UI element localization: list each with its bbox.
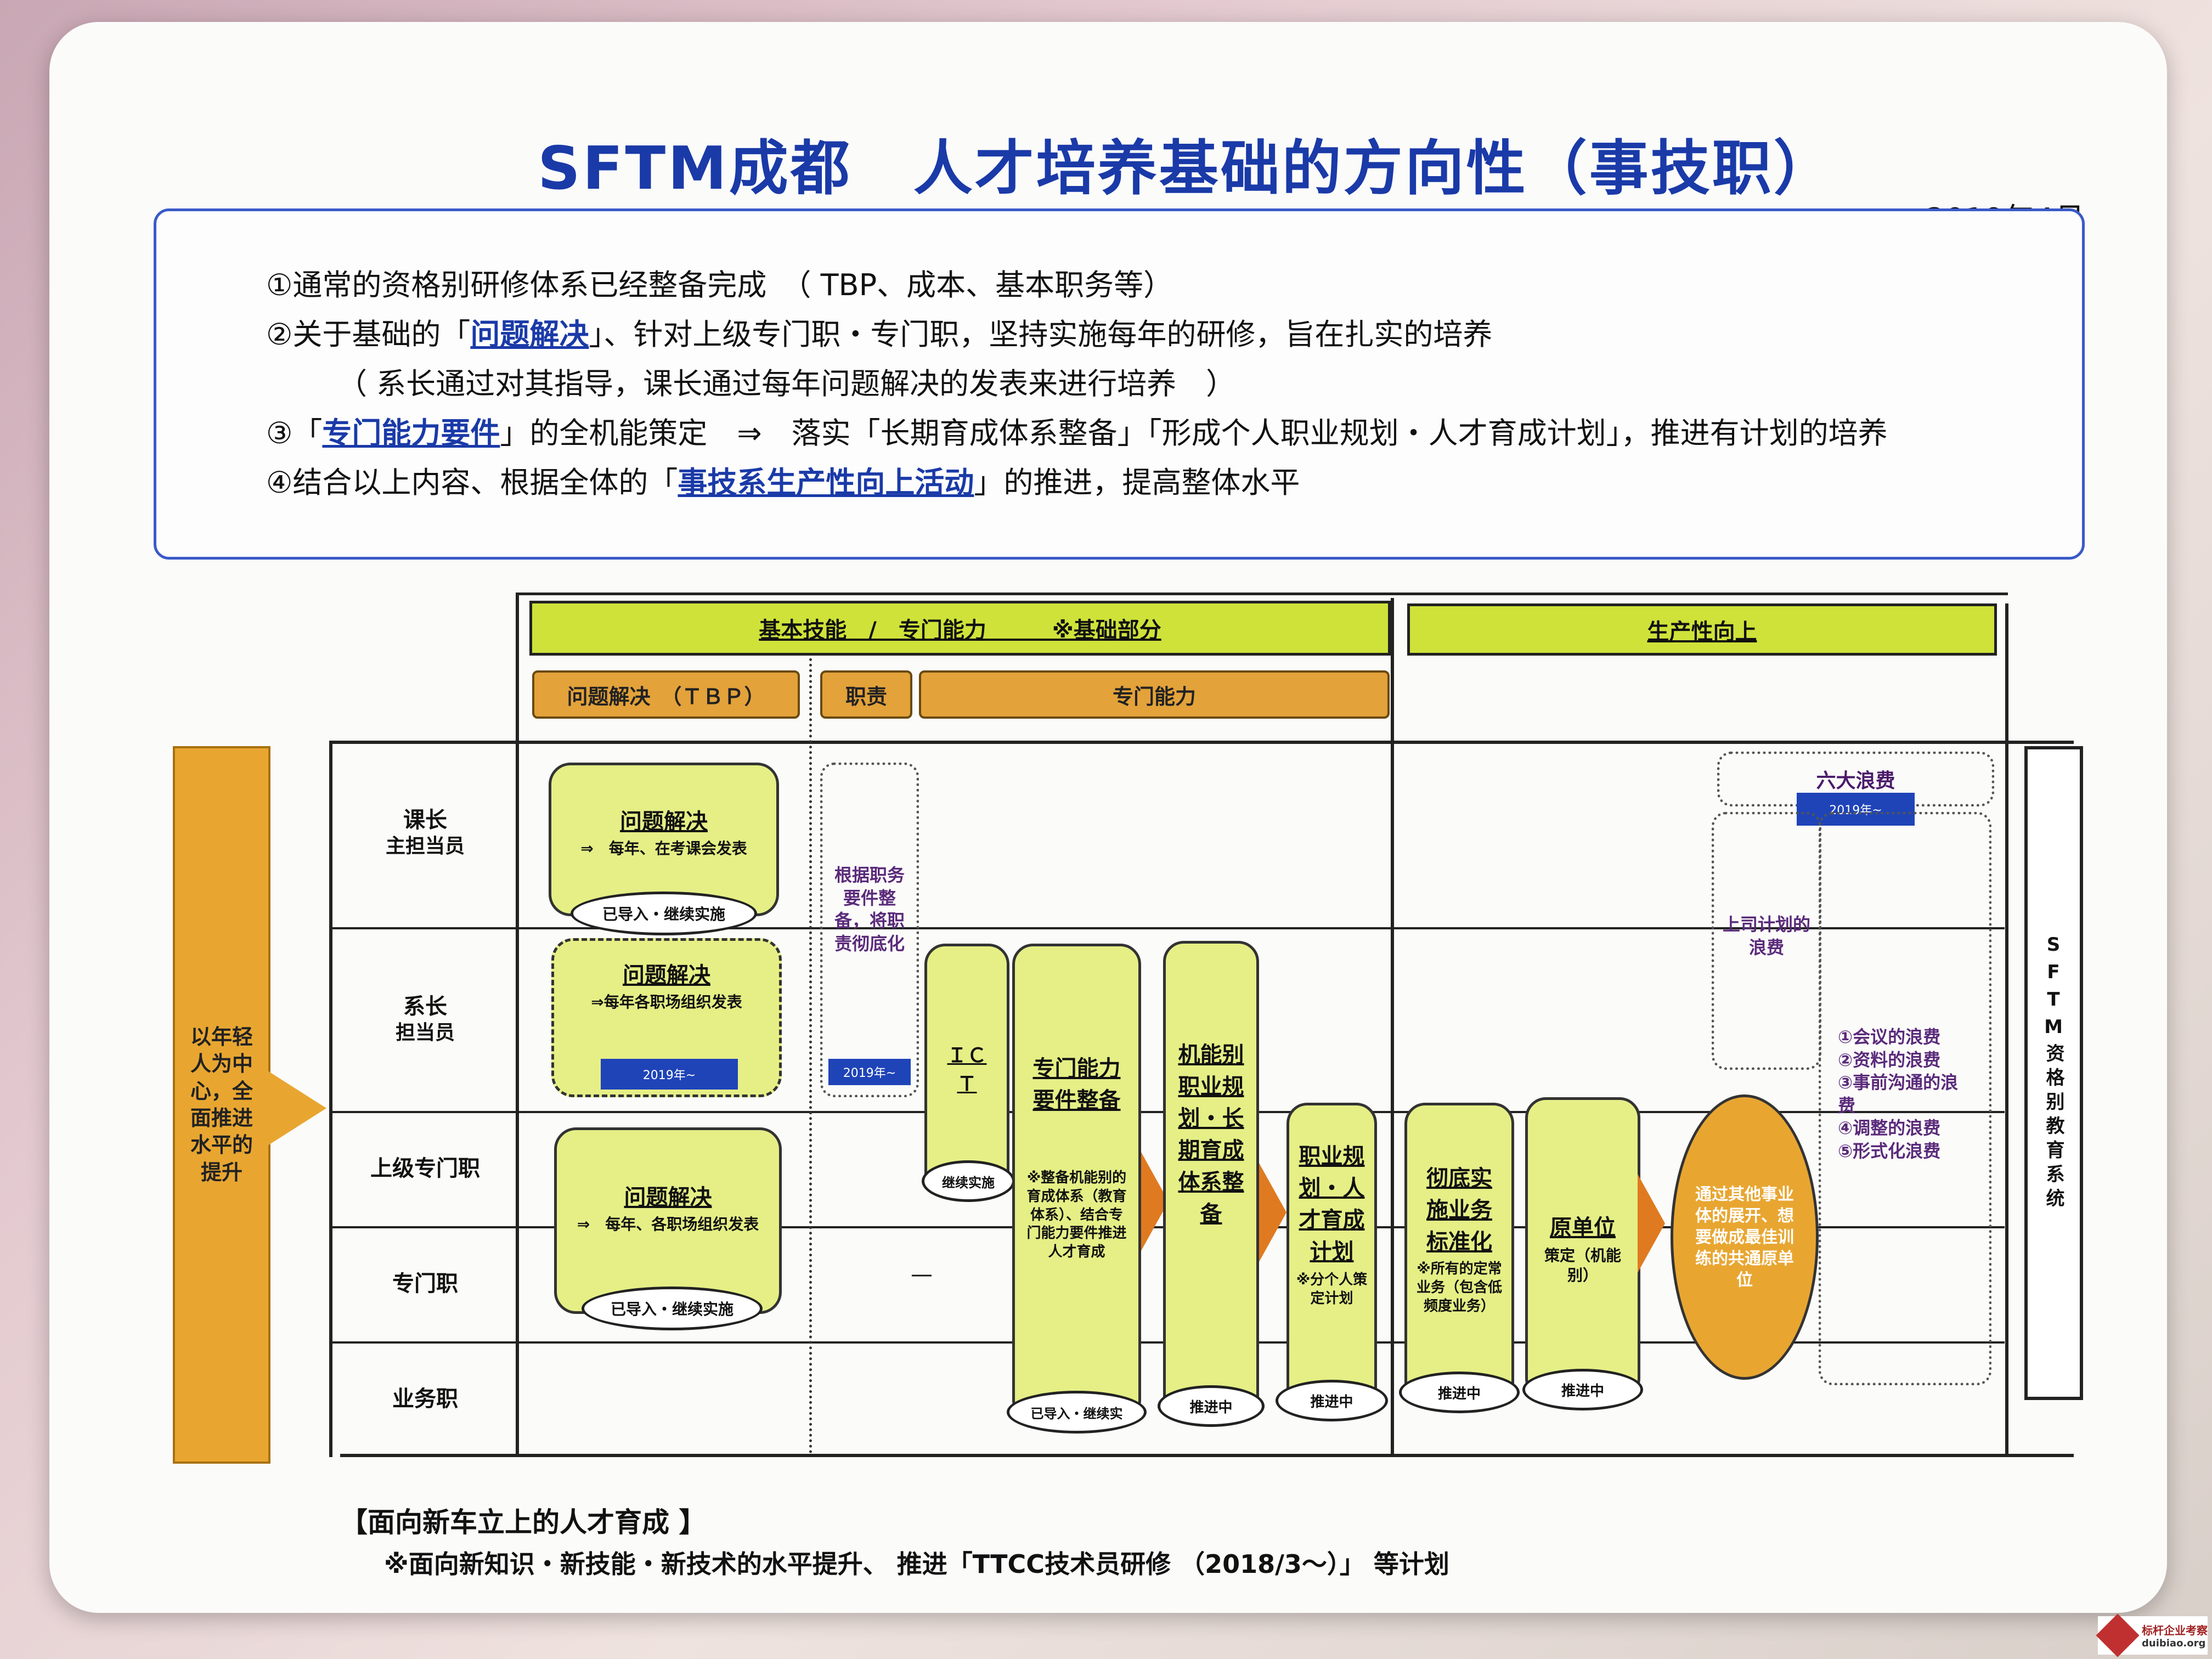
expertise-status-pill: 已导入・继续实 — [1007, 1391, 1147, 1434]
objective-2-note: （ 系长通过对其指导，课长通过每年问题解决的发表来进行培养 ） — [337, 366, 1236, 401]
row-label-senior-specialist: 上级专门职 — [370, 1156, 480, 1181]
plan-status-pill: 推进中 — [1276, 1380, 1388, 1421]
header-expertise: 专门能力 — [919, 670, 1390, 719]
waste-item-4: ④调整的浪费 — [1838, 1118, 1941, 1139]
frame-bottom — [340, 1454, 2074, 1457]
duty-box: 根据职务要件整备，将职责彻底化 — [820, 763, 919, 1097]
objective-1: ①通常的资格别研修体系已经整备完成 （ TBP、成本、基本职务等） — [266, 268, 1173, 302]
boss-plan-waste-box: 上司计划的浪费 — [1712, 812, 1821, 1070]
frame-left — [329, 741, 332, 1457]
duty-year-tag: 2019年~ — [828, 1059, 911, 1085]
ps1-status-pill: 已导入・继续实施 — [571, 891, 757, 935]
waste-list-box: ①会议的浪费 ②资料的浪费 ③事前沟通的浪费 ④调整的浪费 ⑤形式化浪费 — [1819, 812, 1991, 1385]
highlight-problem-solving: 问题解决 — [470, 317, 589, 352]
side-arrow-head — [266, 1070, 326, 1147]
sftm-system-box: SFTM资格别教育系统 — [2024, 746, 2083, 1400]
objective-4: ④结合以上内容、根据全体的「事技系生产性向上活动」的推进，提高整体水平 — [266, 465, 1300, 500]
ps2-year-tag: 2019年~ — [601, 1059, 738, 1090]
highlight-expertise-requirements: 专门能力要件 — [322, 416, 500, 450]
label-column-divider — [516, 592, 519, 1457]
objective-3: ③「专门能力要件」的全机能策定 ⇒ 落实「长期育成体系整备」「形成个人职业规划・… — [266, 416, 1888, 450]
right-divider — [2005, 603, 2008, 1457]
career-status-pill: 推进中 — [1158, 1385, 1265, 1427]
talent-plan-column: 职业规划・人才育成计划 ※分个人策定计划 — [1286, 1103, 1377, 1410]
row-label-section-chief: 课长主担当员 — [385, 808, 465, 857]
row-line-1 — [331, 927, 2005, 929]
waste-item-1: ①会议的浪费 — [1838, 1026, 1941, 1047]
expertise-requirements-column: 专门能力要件整备 ※整备机能别的育成体系（教育体系）、结合专门能力要件推进人才育… — [1012, 944, 1141, 1421]
footer-note: ※面向新知识・新技能・新技术的水平提升、 推进「TTCC技术员研修 （2018/… — [384, 1549, 1449, 1579]
header-duty: 职责 — [820, 670, 912, 719]
waste-item-5: ⑤形式化浪费 — [1838, 1140, 1941, 1161]
header-productivity: 生产性向上 — [1407, 603, 1997, 656]
header-top-line — [516, 592, 2008, 595]
problem-solving-specialist-box: 问题解决 ⇒ 每年、各职场组织发表 — [554, 1127, 782, 1314]
row-label-clerk: 业务职 — [392, 1386, 458, 1412]
common-unit-oval: 通过其他事业体的展开、想要做成最佳训练的共通原单位 — [1671, 1094, 1819, 1380]
highlight-productivity-activity: 事技系生产性向上活动 — [678, 465, 974, 500]
waste-year-tag: 2019年~ — [1797, 793, 1915, 826]
header-basic-skills: 基本技能 / 专门能力 ※基础部分 — [529, 601, 1391, 656]
arrow-career-to-plan — [1259, 1163, 1286, 1262]
watermark-logo: 标杆企业考察 duibiao.org — [2096, 1613, 2208, 1657]
dotted-divider — [809, 647, 812, 1454]
section-divider — [1391, 598, 1394, 1457]
footer-heading: 【面向新车立上的人才育成 】 — [340, 1506, 707, 1538]
ict-status-pill: 继续实施 — [922, 1160, 1015, 1202]
standardization-column: 彻底实施业务标准化 ※所有的定常业务（包含低频度业务） — [1404, 1103, 1514, 1404]
dash-mark: — — [911, 1262, 933, 1287]
objectives-box: ①通常的资格别研修体系已经整备完成 （ TBP、成本、基本职务等） ②关于基础的… — [154, 208, 2085, 560]
row-label-specialist: 专门职 — [392, 1271, 458, 1296]
career-planning-column: 机能别职业规划・长期育成体系整备 — [1163, 941, 1259, 1418]
standard-status-pill: 推进中 — [1399, 1372, 1520, 1413]
page-title: SFTM成都 人才培养基础的方向性（事技职） — [538, 134, 1835, 203]
ps3-status-pill: 已导入・继续实施 — [582, 1286, 763, 1330]
header-tbp: 问题解决 （ＴＢＰ） — [532, 670, 800, 719]
side-arrow-bar: 以年轻人为中心，全面推进水平的提升 — [173, 746, 270, 1464]
unit-status-pill: 推进中 — [1522, 1369, 1643, 1410]
arrow-unit-to-oval — [1638, 1174, 1665, 1273]
frame-top — [329, 741, 2074, 744]
waste-item-2: ②资料的浪费 — [1838, 1049, 1941, 1070]
waste-item-3: ③事前沟通的浪费 — [1838, 1072, 1959, 1116]
watermark-diamond-icon — [2096, 1613, 2140, 1657]
objective-2: ②关于基础的「问题解决」、针对上级专门职・专门职，坚持实施每年的研修，旨在扎实的… — [266, 317, 1493, 352]
unit-standard-column: 原单位 策定（机能别） — [1525, 1097, 1640, 1399]
ict-column: ＩＣＴ — [924, 944, 1009, 1196]
row-label-team-leader: 系长担当员 — [395, 994, 455, 1044]
